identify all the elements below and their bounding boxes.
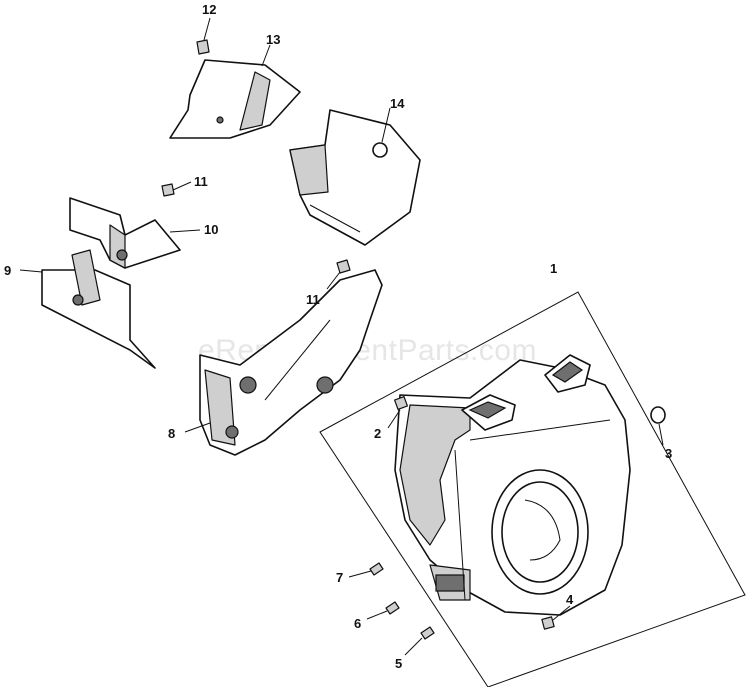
callout-3: 3: [665, 446, 672, 461]
callout-9: 9: [4, 263, 11, 278]
callout-4: 4: [566, 592, 574, 607]
callout-5: 5: [395, 656, 402, 671]
callout-labels: 1 2 3 4 5 6 7 8 9 10 11 11 12 13 14: [4, 2, 672, 671]
duct-cover-part-14[interactable]: [289, 107, 421, 246]
screw-part-5[interactable]: [404, 626, 435, 656]
callout-6: 6: [354, 616, 361, 631]
callout-2: 2: [374, 426, 381, 441]
callout-11-upper: 11: [194, 174, 208, 189]
cover-part-13[interactable]: [169, 44, 301, 139]
bracket-part-8[interactable]: [184, 269, 383, 456]
screw-part-11-lower[interactable]: [326, 259, 351, 290]
callout-7: 7: [336, 570, 343, 585]
callout-12: 12: [202, 2, 216, 17]
screw-part-12[interactable]: [196, 17, 211, 55]
blower-housing-part[interactable]: [394, 354, 631, 616]
nut-part-4[interactable]: [541, 605, 571, 630]
blower-housing-assembly-box: [319, 291, 746, 687]
callout-11-lower: 11: [306, 292, 320, 307]
screw-part-6[interactable]: [366, 601, 400, 620]
screw-part-11-upper[interactable]: [161, 181, 192, 197]
callout-13: 13: [266, 32, 280, 47]
callout-10: 10: [204, 222, 218, 237]
shroud-plate-part-9[interactable]: [19, 249, 156, 369]
plug-part-3[interactable]: [650, 406, 666, 446]
upper-bracket-part-10[interactable]: [69, 197, 201, 269]
clip-part-2[interactable]: [387, 395, 409, 429]
callout-14: 14: [390, 96, 405, 111]
callout-1: 1: [550, 261, 557, 276]
callout-8: 8: [168, 426, 175, 441]
screw-part-7[interactable]: [348, 562, 384, 578]
